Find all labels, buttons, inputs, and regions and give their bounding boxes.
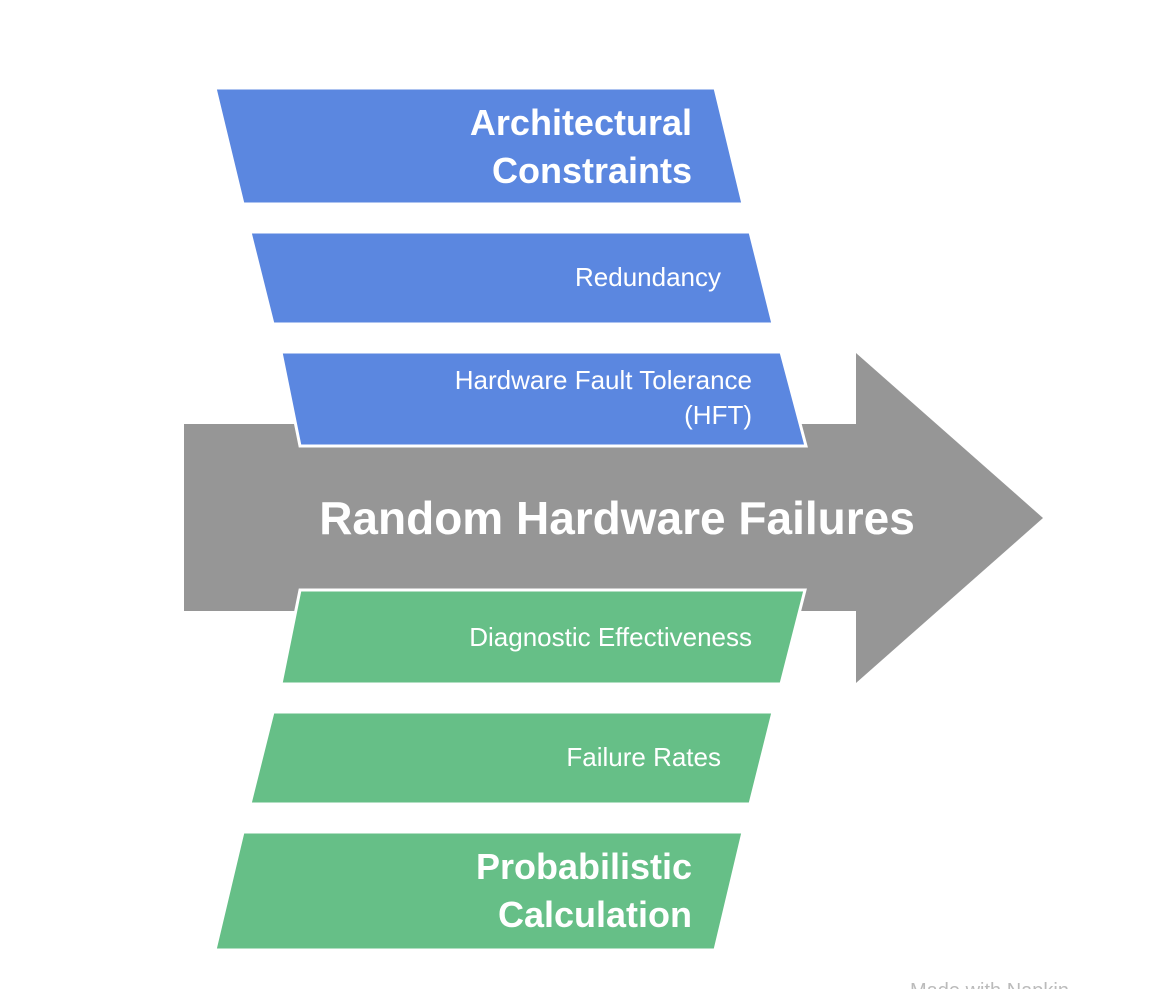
item-label: Hardware Fault Tolerance bbox=[455, 365, 752, 395]
item-label: Redundancy bbox=[575, 262, 721, 292]
item-label: Failure Rates bbox=[566, 742, 721, 772]
blue-item-hft: Hardware Fault Tolerance (HFT) bbox=[279, 350, 808, 448]
watermark: Made with Napkin bbox=[910, 980, 1069, 989]
item-label: (HFT) bbox=[684, 400, 752, 430]
item-label: Calculation bbox=[498, 894, 692, 935]
arrow-head bbox=[856, 353, 1043, 683]
item-label: Architectural bbox=[470, 102, 692, 143]
green-item-diagnostic-effectiveness: Diagnostic Effectiveness bbox=[279, 588, 807, 686]
arrow-body bbox=[184, 424, 857, 611]
blue-item-architectural-constraints: Architectural Constraints bbox=[213, 86, 745, 206]
diagram-title: Random Hardware Failures bbox=[319, 492, 915, 544]
item-label: Diagnostic Effectiveness bbox=[469, 622, 752, 652]
blue-item-redundancy: Redundancy bbox=[248, 230, 775, 326]
item-label: Constraints bbox=[492, 150, 692, 191]
central-arrow bbox=[184, 353, 1043, 683]
green-item-failure-rates: Failure Rates bbox=[248, 710, 775, 806]
green-item-probabilistic-calculation: Probabilistic Calculation bbox=[213, 830, 745, 952]
item-label: Probabilistic bbox=[476, 846, 692, 887]
